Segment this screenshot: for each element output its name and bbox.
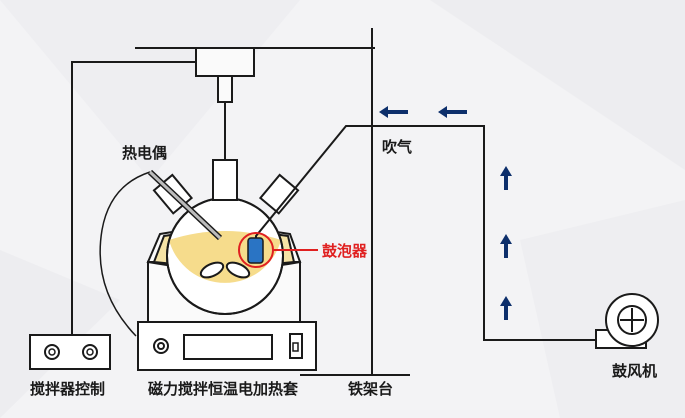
round-bottom-flask	[152, 159, 300, 315]
stirrer-paddle	[199, 261, 251, 279]
arrow-left-icon	[379, 106, 408, 118]
iron-stand-label: 铁架台	[348, 380, 393, 398]
thermocouple-probe	[99, 169, 223, 337]
blower-label: 鼓风机	[612, 362, 657, 380]
controller-cable	[71, 61, 196, 335]
heating-mantle-label: 磁力搅拌恒温电加热套	[148, 380, 299, 398]
stirrer-controller-box	[29, 334, 111, 370]
bubbler-label: 鼓泡器	[322, 242, 368, 260]
blower-icon	[595, 293, 659, 349]
arrow-left-icon	[438, 106, 467, 118]
arrow-up-icon	[500, 234, 512, 258]
bubbler	[238, 232, 318, 268]
blow-label: 吹气	[382, 138, 412, 156]
arrow-up-icon	[500, 296, 512, 320]
arrow-up-icon	[500, 166, 512, 190]
thermocouple-label: 热电偶	[122, 144, 167, 162]
stirrer-controller-label: 搅拌器控制	[30, 380, 105, 398]
